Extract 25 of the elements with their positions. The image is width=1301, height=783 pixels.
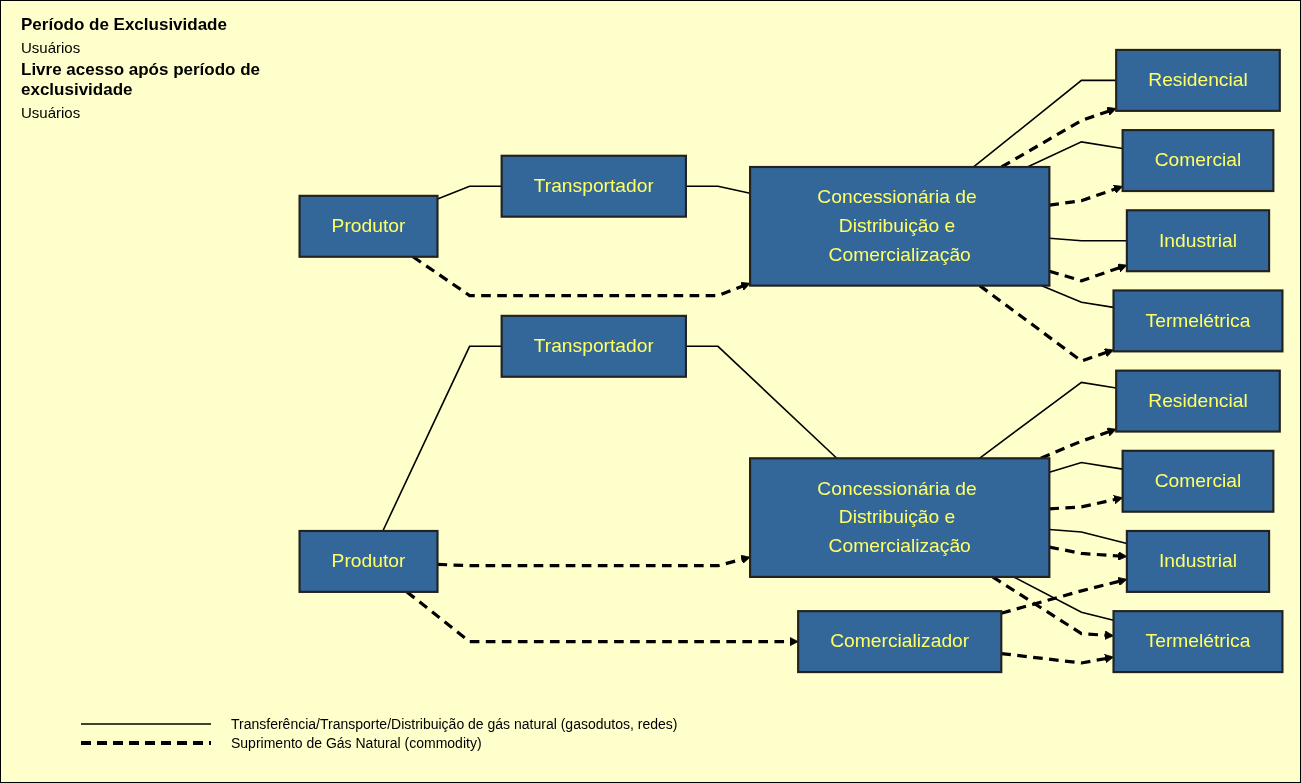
node-box: Produtor: [298, 529, 439, 593]
section-heading: Período de Exclusividade: [21, 15, 228, 35]
node-box: Concessionária de Distribuição e Comercialização: [749, 457, 1051, 578]
node-box: Termelétrica: [1112, 610, 1284, 674]
node-box: Residencial: [1115, 48, 1281, 112]
legend-text: Transferência/Transporte/Distribuição de gás natural (gasodutos, redes): [231, 716, 678, 732]
node-box: Concessionária de Distribuição e Comercialização: [749, 165, 1051, 287]
node-box: Produtor: [298, 194, 439, 258]
node-box: Termelétrica: [1112, 289, 1284, 353]
group-label: Usuários: [21, 104, 82, 121]
node-box: Comercial: [1121, 129, 1275, 193]
legend-text: Suprimento de Gás Natural (commodity): [231, 735, 482, 751]
node-box: Transportador: [500, 154, 687, 218]
node-box: Industrial: [1125, 529, 1271, 593]
arrow: [437, 554, 751, 568]
node-box: Comercializador: [797, 610, 1003, 674]
arrow: [978, 284, 1114, 363]
connector: [685, 185, 751, 195]
node-box: Comercial: [1121, 449, 1275, 513]
arrow: [1001, 651, 1114, 665]
group-label: Usuários: [21, 39, 82, 56]
node-box: Industrial: [1125, 209, 1271, 273]
node-box: Transportador: [500, 314, 687, 378]
node-box: Residencial: [1115, 369, 1281, 433]
section-heading: Livre acesso após período de exclusividade: [21, 60, 262, 100]
